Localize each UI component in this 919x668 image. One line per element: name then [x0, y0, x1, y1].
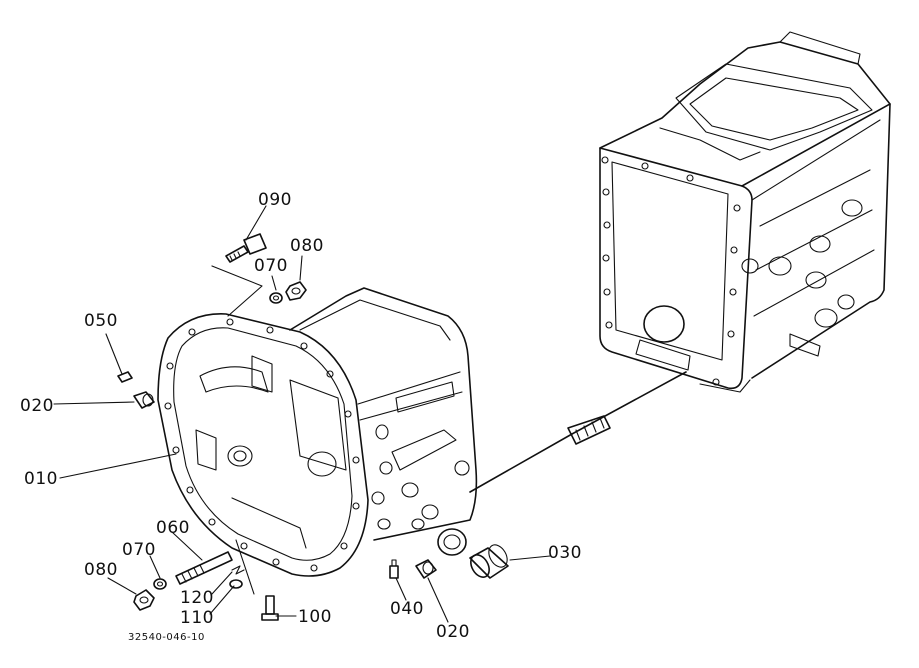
leader-lines	[53, 205, 551, 623]
callout-100: 100	[298, 607, 332, 627]
seal-030-illustration	[469, 544, 509, 579]
stud-060-illustration	[175, 551, 233, 585]
fitting-040-illustration	[389, 559, 399, 579]
dowel-020-left-illustration	[133, 391, 155, 409]
callout-010: 010	[24, 469, 58, 489]
callout-060: 060	[156, 518, 190, 538]
nut-080-top-illustration	[285, 281, 307, 301]
stud-illustration	[469, 371, 687, 493]
pin-050-illustration	[117, 371, 133, 383]
callout-080-top: 080	[290, 236, 324, 256]
bolt-090-illustration	[225, 233, 267, 263]
callout-110: 110	[180, 608, 214, 628]
callout-070-top: 070	[254, 256, 288, 276]
callout-090: 090	[258, 190, 292, 210]
callout-020-left: 020	[20, 396, 54, 416]
callout-120: 120	[180, 588, 214, 608]
dowel-020-bottom-illustration	[415, 559, 437, 579]
callout-080-bottom: 080	[84, 560, 118, 580]
callout-020-bottom: 020	[436, 622, 470, 642]
washer-110-illustration	[229, 579, 243, 589]
transmission-case-illustration	[599, 31, 891, 393]
callout-070-bottom: 070	[122, 540, 156, 560]
clutch-housing-illustration	[157, 287, 478, 577]
callout-030: 030	[548, 543, 582, 563]
bolt-100-illustration	[261, 595, 279, 621]
washer-070-bottom-illustration	[153, 578, 167, 590]
drawing-code: 32540-046-10	[128, 632, 205, 643]
callout-040: 040	[390, 599, 424, 619]
washer-070-top-illustration	[269, 292, 283, 304]
spring-120-illustration	[231, 565, 245, 575]
callout-050: 050	[84, 311, 118, 331]
nut-080-bottom-illustration	[133, 589, 155, 611]
